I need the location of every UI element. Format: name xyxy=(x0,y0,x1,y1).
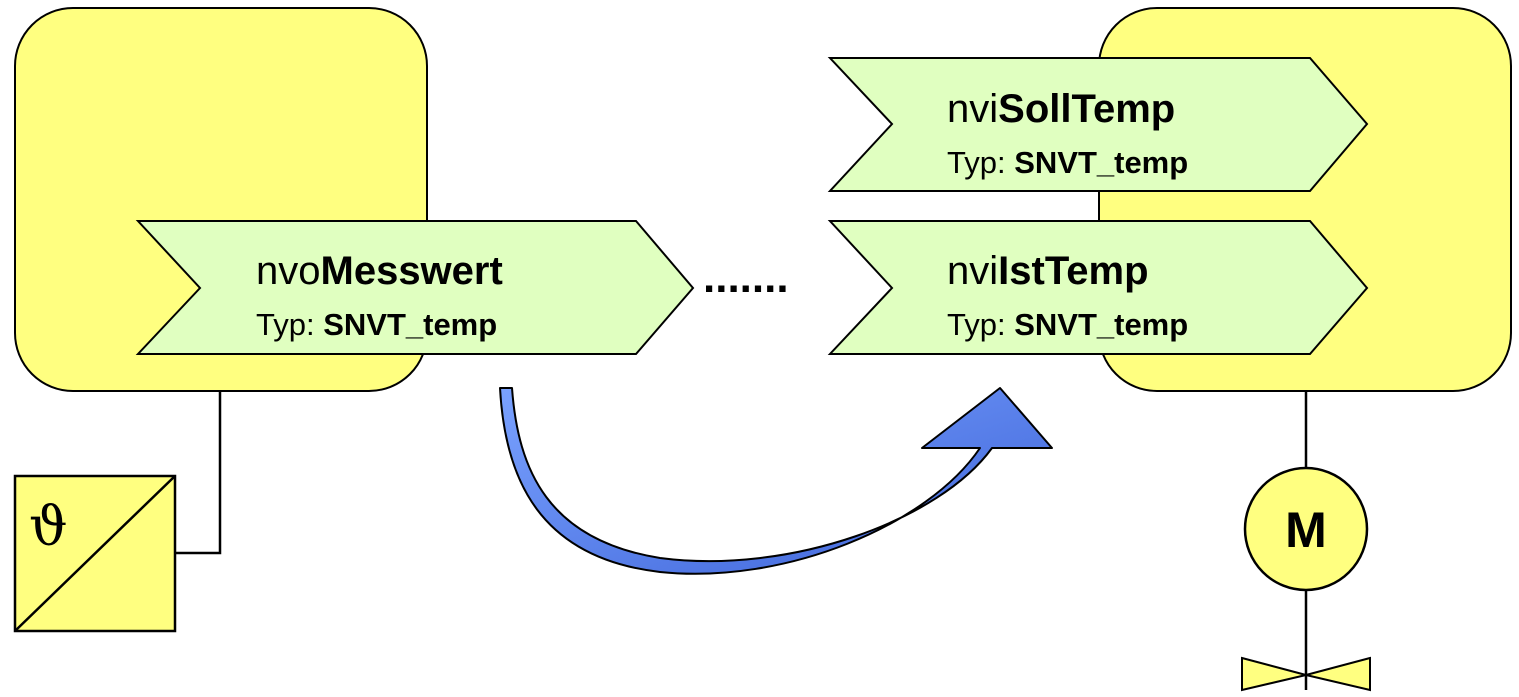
type-name: SNVT_temp xyxy=(323,307,497,342)
svg-text:Typ: SNVT_temp: Typ: SNVT_temp xyxy=(947,307,1188,342)
valve-icon xyxy=(1241,656,1371,692)
type-prefix: Typ: xyxy=(947,145,1014,180)
type-prefix: Typ: xyxy=(256,307,323,342)
nv-name: SollTemp xyxy=(998,87,1175,131)
motor-icon: M xyxy=(1243,466,1369,592)
nv-prefix: nvo xyxy=(256,249,321,293)
svg-text:nvoMesswert: nvoMesswert xyxy=(256,249,503,293)
svg-text:nviIstTemp: nviIstTemp xyxy=(947,249,1149,293)
motor-label: M xyxy=(1285,502,1327,558)
nv-name: Messwert xyxy=(321,249,503,293)
nv-input-isttemp: nviIstTemp Typ: SNVT_temp xyxy=(827,220,1369,355)
type-name: SNVT_temp xyxy=(1014,145,1188,180)
nv-prefix: nvi xyxy=(947,249,998,293)
nv-input-solltemp: nviSollTemp Typ: SNVT_temp xyxy=(827,57,1369,192)
temperature-sensor-icon: ϑ xyxy=(13,474,177,633)
nv-output-messwert: nvoMesswert Typ: SNVT_temp xyxy=(135,220,695,355)
nv-name: IstTemp xyxy=(998,249,1148,293)
svg-text:nviSollTemp: nviSollTemp xyxy=(947,87,1175,131)
curved-arrow-icon xyxy=(499,387,1053,575)
connection-dots: ....... xyxy=(703,253,789,302)
type-name: SNVT_temp xyxy=(1014,307,1188,342)
nv-prefix: nvi xyxy=(947,87,998,131)
svg-text:Typ: SNVT_temp: Typ: SNVT_temp xyxy=(256,307,497,342)
sensor-symbol: ϑ xyxy=(29,495,68,558)
type-prefix: Typ: xyxy=(947,307,1014,342)
svg-text:Typ: SNVT_temp: Typ: SNVT_temp xyxy=(947,145,1188,180)
sensor-wire xyxy=(176,390,222,555)
